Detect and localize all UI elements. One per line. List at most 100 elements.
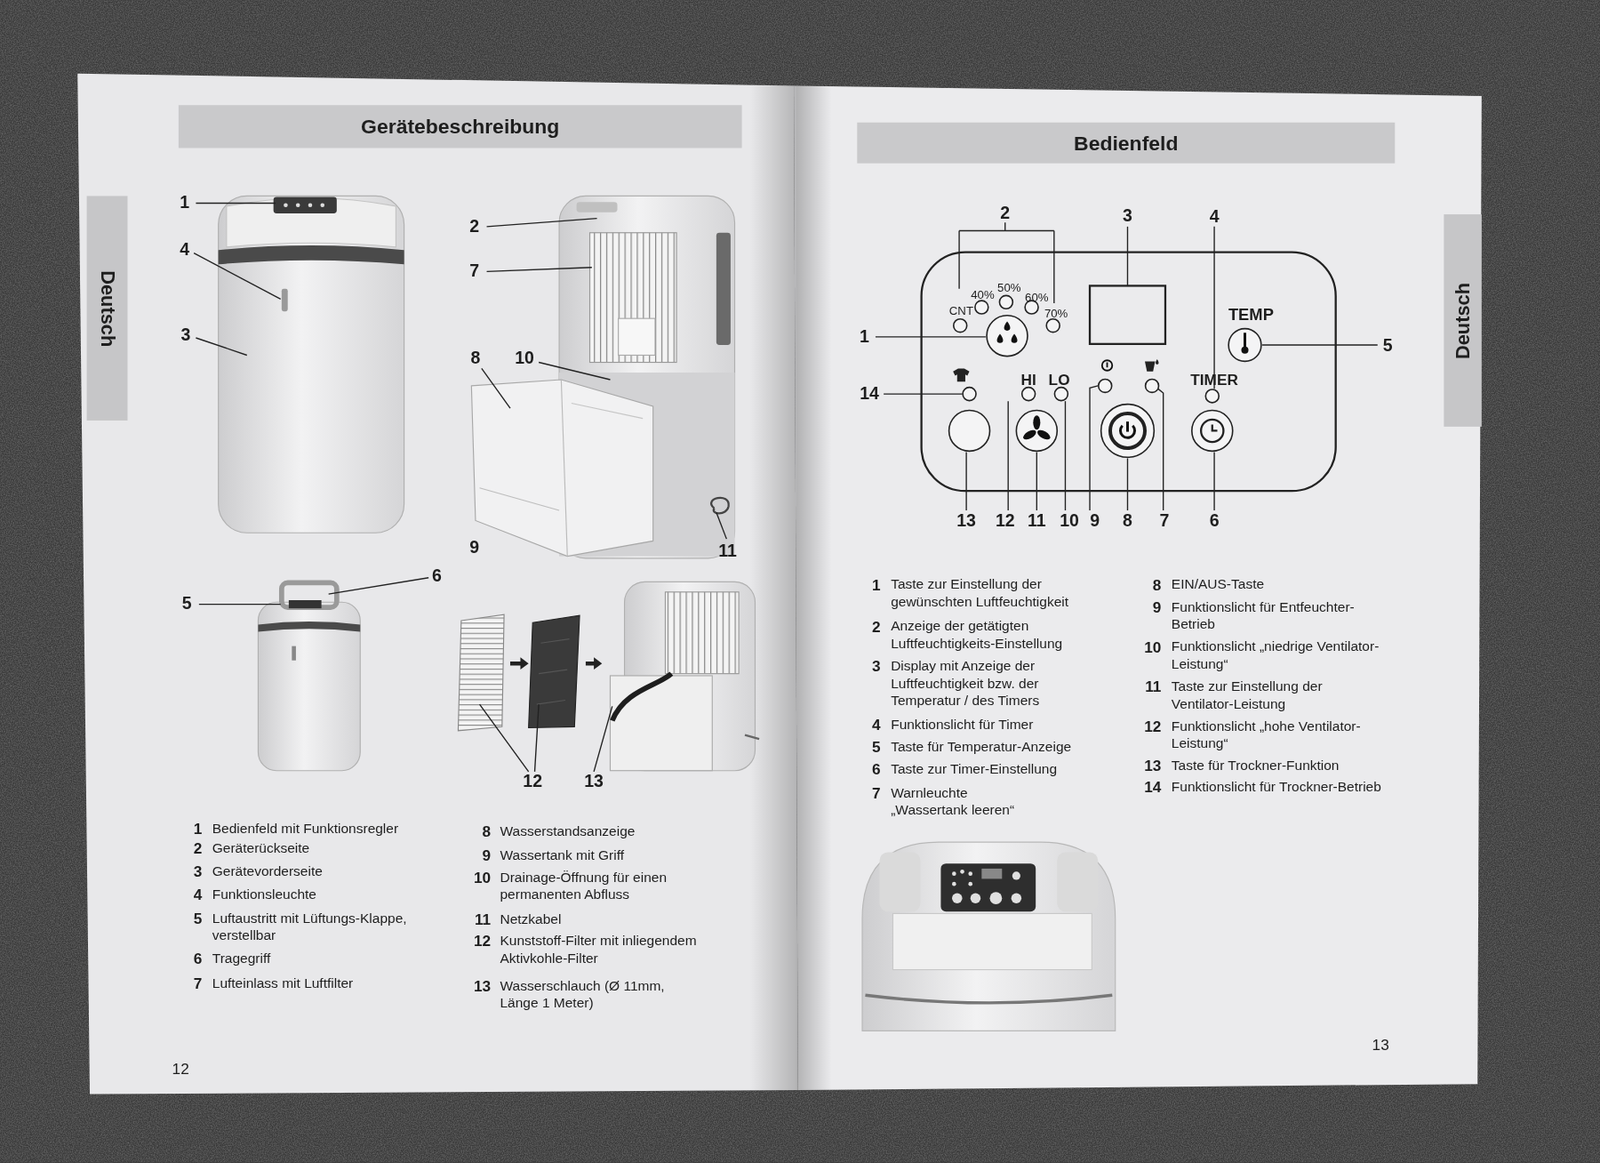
- control-panel-icons: [949, 295, 1262, 457]
- list-number: 14: [1130, 777, 1161, 796]
- control-panel-icons: [949, 409, 991, 451]
- dehumidifier-small: [257, 621, 360, 632]
- list-number: 3: [171, 862, 202, 880]
- control-panel-icons: [986, 315, 1028, 357]
- leader-line: [481, 368, 511, 408]
- part-description: Funktionsleuchte: [212, 885, 478, 904]
- callout-number: 14: [859, 384, 880, 405]
- part-description: Wasserschlauch (Ø 11mm, Länge 1 Meter): [499, 976, 668, 1012]
- callout-number: 11: [1027, 511, 1047, 532]
- control-panel-icons: [1126, 421, 1129, 432]
- device-top-view: [990, 891, 1003, 904]
- callout-number: 10: [1059, 511, 1080, 532]
- leader-line: [593, 705, 613, 771]
- list-number: 1: [171, 819, 202, 838]
- dehumidifier-small: [291, 646, 296, 661]
- list-number: 5: [171, 909, 202, 928]
- filter-assembly: [457, 581, 760, 770]
- list-number: 9: [1130, 598, 1161, 616]
- list-number: 12: [460, 931, 491, 950]
- dehumidifier-front: [308, 202, 313, 208]
- control-panel: CNT40%50%60%70%TEMPHILOTIMER: [920, 250, 1336, 492]
- control-panel-icons: [1011, 333, 1018, 343]
- filter-assembly: [510, 656, 529, 670]
- part-description: Taste für Trockner-Funktion: [1171, 756, 1407, 775]
- leader-line: [1213, 452, 1215, 511]
- callout-number: 4: [1209, 207, 1220, 228]
- page-number: 13: [1372, 1035, 1390, 1054]
- callout-number: 12: [995, 511, 1016, 532]
- leader-line: [959, 222, 1055, 304]
- part-description: Taste zur Timer-Einstellung: [890, 760, 1126, 778]
- control-panel-icons: [1145, 378, 1160, 392]
- callout-number: 13: [584, 771, 604, 792]
- part-description: Funktionslicht „niedrige Ventilator-Leis…: [1171, 637, 1381, 672]
- dehumidifier-back: [571, 402, 643, 418]
- callout-number: 1: [179, 192, 190, 214]
- device-top-view: [968, 881, 973, 887]
- leader-line: [487, 218, 598, 227]
- control-panel-icons: [1243, 332, 1247, 348]
- leader-line: [1127, 226, 1128, 287]
- list-number: 10: [460, 868, 491, 887]
- manual-pages: [750, 85, 797, 1090]
- callout-number: 1: [859, 326, 870, 347]
- language-tab: Deutsch: [1443, 214, 1481, 427]
- device-top-view: [981, 868, 1002, 879]
- filter-assembly: [612, 673, 672, 721]
- callout-number: 4: [179, 240, 190, 261]
- callout-number: 2: [1000, 202, 1010, 224]
- leader-line: [328, 577, 430, 594]
- manual-pages: [77, 73, 798, 1095]
- heading-text: Bedienfeld: [1073, 131, 1178, 155]
- part-description: Tragegriff: [212, 949, 478, 968]
- part-description: Anzeige der getätigten Luftfeuchtigkeits…: [890, 617, 1096, 653]
- part-description: Warnleuchte „Wassertank leeren“: [890, 784, 1029, 819]
- device-top-view: [880, 852, 921, 912]
- panel-label: TEMP: [1228, 305, 1274, 325]
- control-panel-icons: [1212, 424, 1218, 432]
- part-description: Funktionslicht für Trockner-Betrieb: [1171, 777, 1407, 796]
- list-number: 13: [460, 976, 491, 995]
- leader-line: [875, 336, 986, 337]
- device-top-view: [952, 881, 957, 887]
- device-top-view: [960, 869, 965, 874]
- filter-assembly: [609, 675, 712, 771]
- panel-label: 40%: [970, 288, 994, 302]
- list-number: 11: [1130, 677, 1161, 696]
- device-top-view: [940, 863, 1036, 912]
- leader-line: [199, 603, 281, 605]
- callout-number: 3: [180, 325, 191, 346]
- panel-label: 70%: [1044, 307, 1068, 320]
- filter-assembly: [457, 614, 504, 731]
- panel-label: HI: [1021, 370, 1037, 389]
- device-top-view: [862, 841, 1116, 1031]
- filter-assembly: [528, 615, 580, 728]
- callout-number: 3: [1122, 206, 1133, 227]
- leader-line: [487, 267, 592, 272]
- language-tab: Deutsch: [87, 195, 128, 421]
- dehumidifier-back: [711, 497, 729, 513]
- part-description: Drainage-Öffnung für einen permanenten A…: [499, 868, 709, 904]
- dehumidifier-front: [281, 288, 288, 312]
- leader-line: [195, 337, 247, 356]
- list-number: 3: [849, 656, 880, 675]
- part-description: Display mit Anzeige der Luftfeuchtigkeit…: [890, 656, 1070, 710]
- list-number: 13: [1130, 756, 1161, 775]
- dehumidifier-front: [218, 245, 405, 264]
- dehumidifier-front: [296, 202, 301, 208]
- part-description: Wassertank mit Griff: [499, 846, 765, 864]
- callout-number: 7: [469, 261, 480, 282]
- control-panel-icons: [1035, 428, 1052, 442]
- list-number: 9: [460, 846, 491, 864]
- control-panel-icons: [999, 295, 1013, 309]
- leader-line: [538, 362, 610, 381]
- heading-text: Gerätebeschreibung: [360, 114, 560, 138]
- control-panel-icons: [997, 333, 1004, 343]
- callout-number: 6: [432, 566, 442, 587]
- callout-number: 8: [471, 347, 481, 368]
- part-description: Funktionslicht für Entfeuchter-Betrieb: [1171, 598, 1392, 633]
